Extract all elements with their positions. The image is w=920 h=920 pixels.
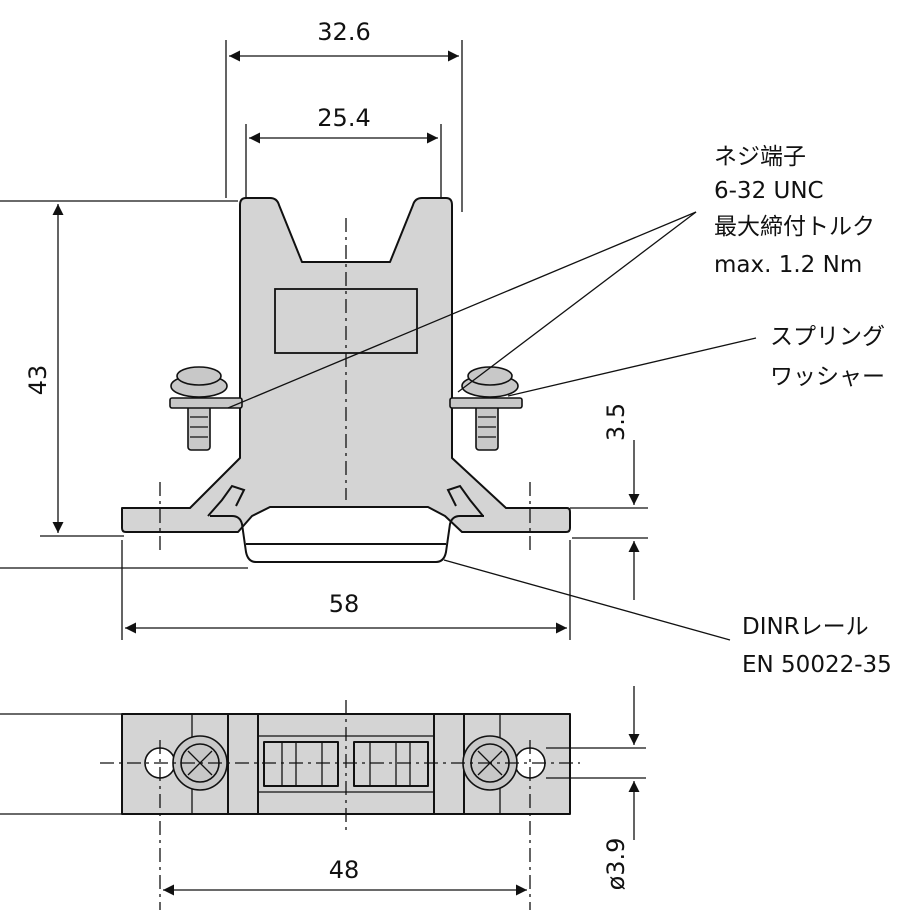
callout-din-rail: DINRレール EN 50022-35 [443, 559, 892, 678]
front-view [121, 197, 571, 563]
dim-slot-width: 25.4 [245, 104, 442, 198]
dim-hole-pitch-label: 48 [329, 856, 360, 884]
dim-hole-diameter-label: ø3.9 [602, 838, 630, 891]
left-screw-front [169, 366, 243, 451]
spring-washer-line-2: ワッシャー [770, 364, 885, 390]
dim-base-width-label: 58 [329, 590, 360, 618]
right-rail-hook [446, 484, 484, 517]
din-rail-line-2: EN 50022-35 [742, 652, 892, 678]
screw-terminal-line-2: 6-32 UNC [714, 178, 824, 204]
din-rail [210, 515, 484, 563]
dim-hole-pitch: 48 [163, 856, 527, 896]
spring-washer-line-1: スプリング [770, 324, 885, 350]
screw-terminal-line-4: max. 1.2 Nm [714, 252, 862, 278]
screw-terminal-line-3: 最大締付トルク [714, 214, 875, 240]
dim-rail-offset: 3.5 [570, 403, 648, 600]
screw-terminal-line-1: ネジ端子 [714, 144, 806, 170]
dim-height-label: 43 [24, 365, 52, 396]
dim-top-width: 32.6 [225, 18, 463, 212]
dim-top-width-label: 32.6 [317, 18, 370, 46]
callout-spring-washer: スプリング ワッシャー [507, 324, 885, 397]
dim-slot-width-label: 25.4 [317, 104, 370, 132]
callout-screw-terminal: ネジ端子 6-32 UNC 最大締付トルク max. 1.2 Nm [227, 144, 875, 409]
dim-hole-diameter: ø3.9 [0, 686, 646, 890]
top-view [100, 700, 580, 910]
dim-height: 43 [0, 200, 248, 569]
left-rail-hook [207, 484, 246, 517]
dim-rail-offset-label: 3.5 [602, 403, 630, 441]
din-rail-line-1: DINRレール [742, 614, 869, 640]
right-screw-front [449, 366, 523, 451]
dim-base-width: 58 [121, 540, 571, 640]
